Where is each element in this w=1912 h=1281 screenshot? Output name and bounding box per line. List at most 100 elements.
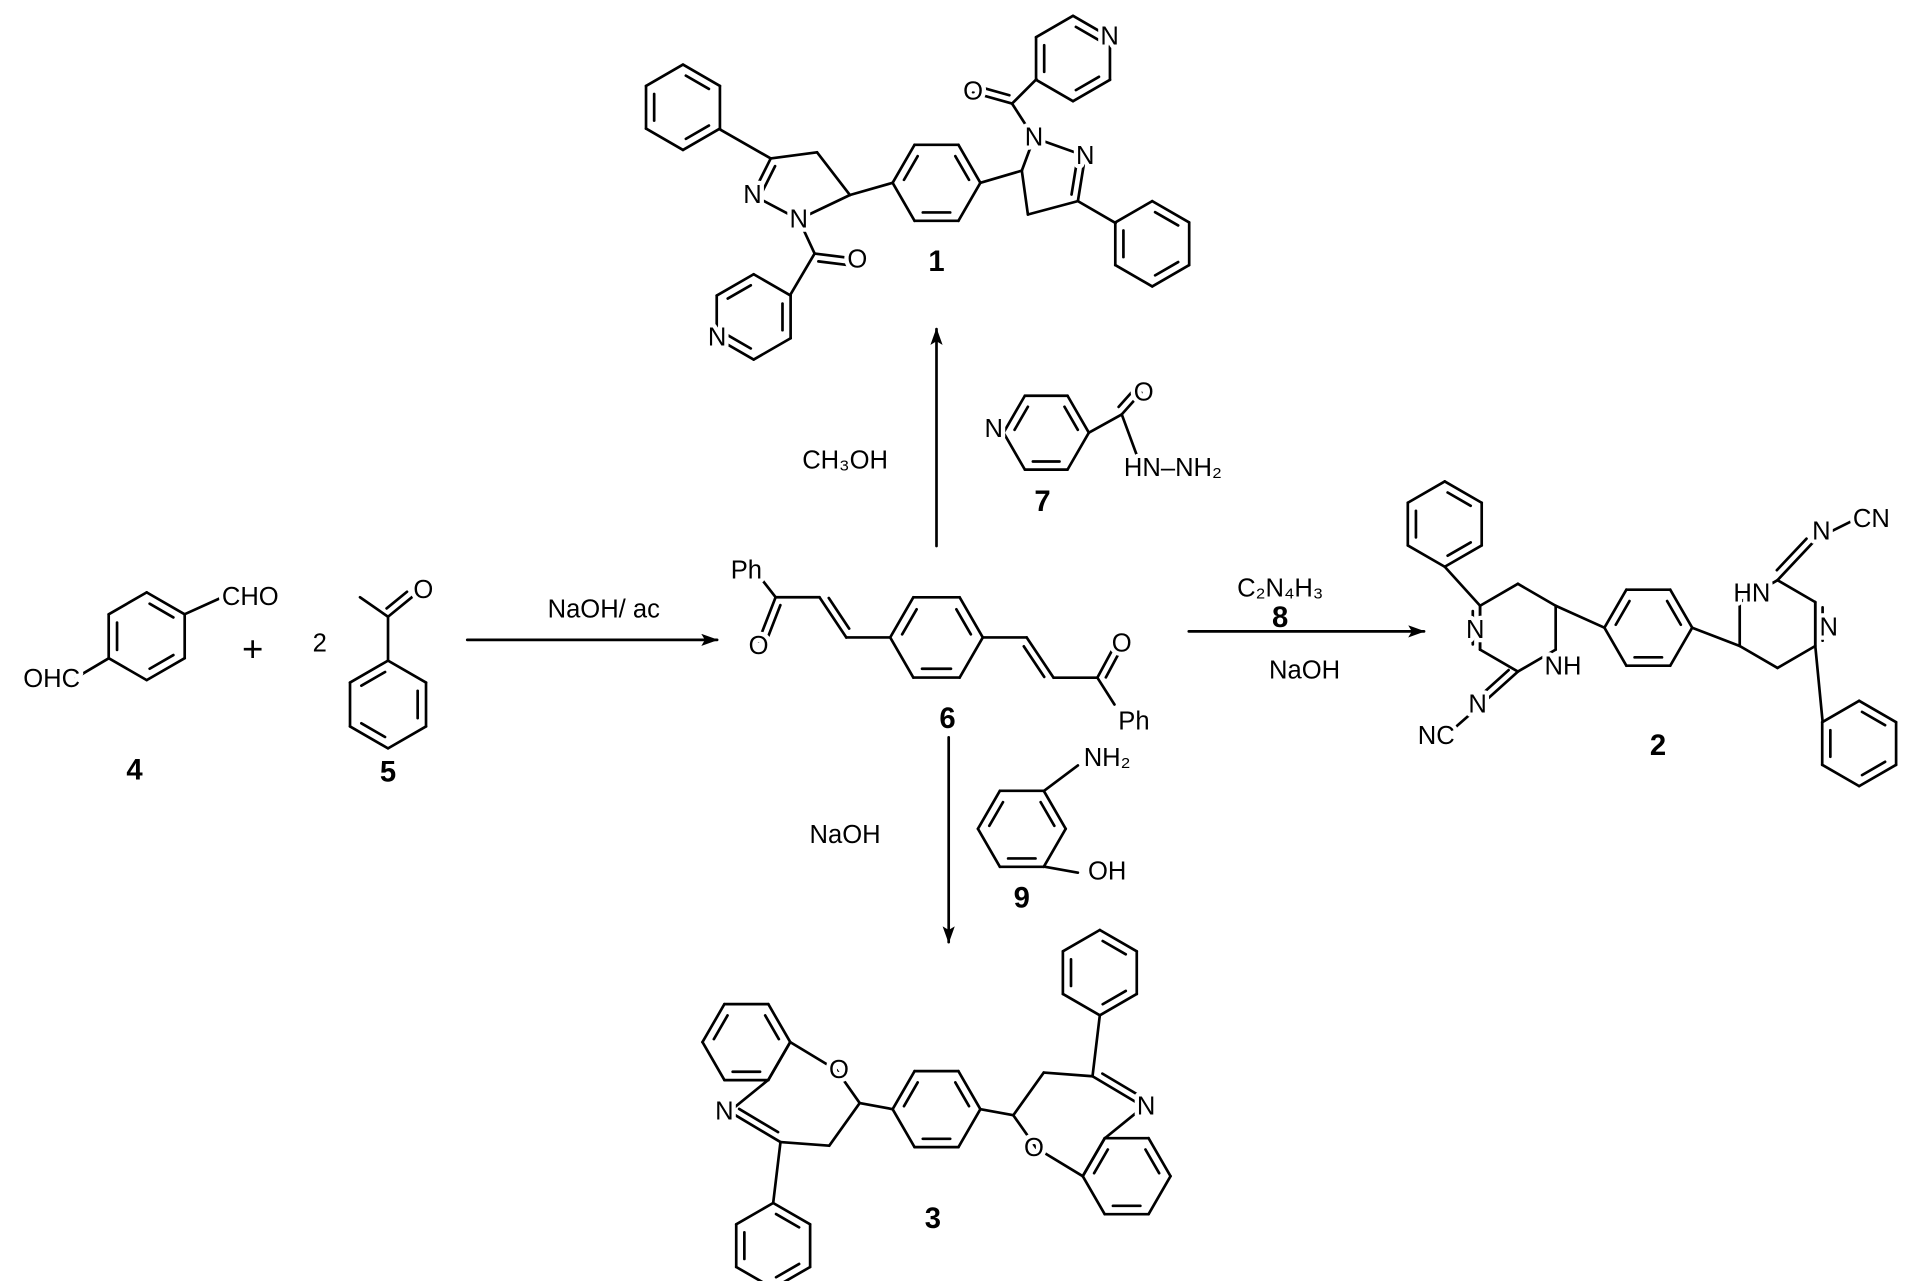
compound-number-2: 2 [1650, 730, 1666, 762]
phenyl-ring [1406, 480, 1484, 569]
double-bond-inner [817, 260, 850, 267]
phenyl-ring [734, 1201, 812, 1281]
bond [1776, 644, 1817, 670]
double-bond [1120, 391, 1143, 416]
central-benzene-ring [888, 596, 985, 679]
double-bond-inner [1479, 668, 1510, 697]
double-bond-inner [766, 603, 782, 640]
atom-label: Ph [1118, 708, 1149, 736]
bond [1010, 77, 1038, 105]
fused-benzene-ring [701, 1002, 792, 1082]
bond [1738, 578, 1779, 604]
benzene-ring [107, 591, 187, 682]
atom-label: N [1468, 690, 1486, 718]
double-bond [1479, 670, 1520, 706]
pyridine-ring [1002, 394, 1091, 471]
compound-number-5: 5 [380, 757, 396, 789]
compound-number-3: 3 [925, 1203, 941, 1235]
cho-label: CHO [222, 583, 279, 611]
double-bond [818, 595, 848, 639]
atom-label: O [1112, 630, 1132, 658]
phenyl-ring [644, 63, 722, 152]
bond [1096, 676, 1116, 706]
phenyl-ring [1113, 199, 1191, 288]
bond [1738, 644, 1779, 670]
phenyl-ring [1061, 928, 1139, 1017]
atom-label: HN–NH₂ [1124, 454, 1222, 482]
atom-label: Ph [731, 556, 762, 584]
bond [1478, 582, 1520, 608]
bond [1776, 578, 1817, 604]
atom-label: N [1076, 142, 1094, 170]
bond [815, 151, 852, 197]
double-bond [727, 1110, 782, 1144]
double-bond-inner [1101, 1072, 1143, 1099]
bond [718, 127, 773, 160]
double-bond-inner [759, 164, 777, 196]
double-bond-inner [827, 596, 851, 630]
double-bond-inner [1775, 537, 1808, 572]
plus-sign: + [242, 628, 263, 669]
bond [788, 252, 816, 297]
atom-label: O [749, 632, 769, 660]
central-benzene-ring [891, 1069, 982, 1149]
condition-naoh: NaOH [810, 821, 881, 849]
bond [1042, 1071, 1094, 1078]
bond [74, 656, 111, 680]
double-bond-inner [978, 85, 1011, 97]
bond [1478, 648, 1520, 673]
bond [1011, 1113, 1038, 1150]
compound-number-8: 8 [1272, 602, 1288, 634]
bond [1011, 1071, 1046, 1117]
atom-label: HN [1733, 580, 1770, 608]
oxygen-label: O [413, 576, 433, 604]
atom-label: N [1025, 124, 1043, 152]
atom-label: N [1812, 517, 1830, 545]
bond [835, 1068, 862, 1105]
benzene-ring [976, 789, 1068, 869]
bond [1010, 102, 1036, 140]
double-bond [751, 157, 773, 197]
atom-label: O [963, 77, 983, 105]
bond [1020, 169, 1030, 216]
atom-label: CN [1853, 505, 1890, 533]
condition-naoh-ac: NaOH/ ac [548, 595, 661, 623]
atom-label: NH₂ [1084, 744, 1131, 772]
bond [1032, 136, 1087, 158]
compound-number-1: 1 [928, 246, 944, 278]
bond [848, 181, 894, 197]
bond [797, 193, 852, 221]
bond [183, 595, 224, 616]
atom-label: O [1134, 378, 1154, 406]
atom-label: NC [1418, 722, 1455, 750]
central-benzene-ring [891, 143, 982, 223]
double-bond-inner [1022, 644, 1046, 679]
double-bond-inner [1070, 158, 1079, 196]
pyridine-ring [715, 272, 792, 361]
compound-number-9: 9 [1014, 882, 1030, 914]
bond [771, 1140, 782, 1205]
bond [1026, 199, 1080, 216]
double-bond [1076, 154, 1087, 203]
atom-label: N [790, 205, 808, 233]
compound-number-4: 4 [126, 754, 143, 786]
atom-label: N [1466, 616, 1484, 644]
atom-label: N [715, 1098, 733, 1126]
bond [788, 1040, 838, 1072]
bond [757, 573, 777, 599]
double-bond [971, 91, 1014, 105]
bond [797, 218, 816, 255]
fused-benzene-ring [1081, 1136, 1172, 1216]
atom-label: N [1137, 1093, 1155, 1121]
atom-label: O [1024, 1134, 1044, 1162]
bond [1443, 565, 1482, 608]
atom-label: N [1819, 614, 1837, 642]
atom-label: N [743, 181, 761, 209]
condition-naoh: NaOH [1269, 656, 1340, 684]
bond [1815, 520, 1852, 541]
atom-label: N [1100, 23, 1118, 51]
bond [1813, 644, 1824, 723]
bond [779, 1140, 831, 1148]
phenyl-ring [1820, 699, 1898, 788]
